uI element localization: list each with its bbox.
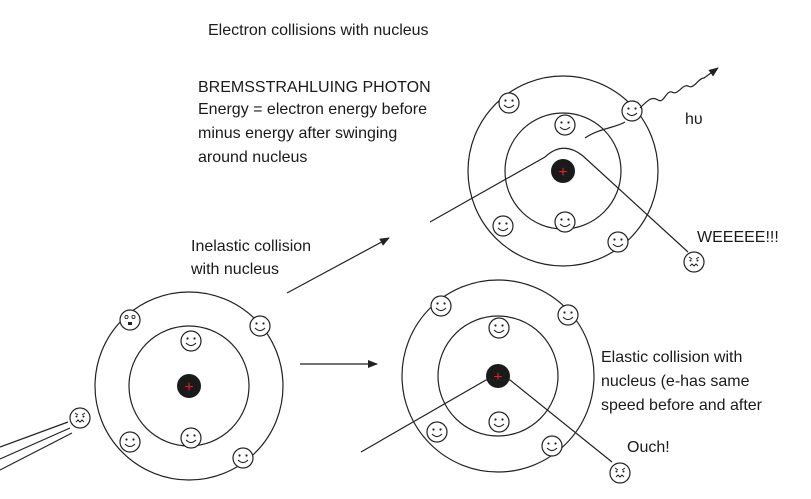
nucleus: + (551, 159, 575, 183)
electron-icon (541, 435, 563, 457)
speed-lines (0, 421, 73, 471)
inelastic-line-1: Inelastic collision (191, 238, 311, 255)
atom-bremsstrahlung: + (429, 67, 719, 273)
electron-icon (232, 447, 254, 469)
bremsstrahlung-heading: BREMSSTRAHLUING PHOTON (198, 79, 431, 96)
electron-icon (249, 315, 271, 337)
bremsstrahlung-line-1: Energy = electron energy before (198, 101, 427, 118)
elastic-line-3: speed before and after (601, 397, 763, 414)
incoming-electron-icon (69, 407, 91, 429)
electron-icon (621, 100, 643, 122)
nucleus: + (177, 374, 201, 398)
electron-icon (488, 411, 510, 433)
inelastic-line-2: with nucleus (190, 261, 279, 278)
atom-elastic: + (360, 279, 631, 484)
inner-orbit (437, 315, 559, 437)
diagram-title: Electron collisions with nucleus (208, 22, 429, 39)
electron-icon (498, 92, 520, 114)
electron-icon (554, 114, 576, 136)
bounced-electron-icon (609, 462, 631, 484)
outer-orbit (401, 279, 595, 473)
bremsstrahlung-line-3: around nucleus (198, 149, 307, 166)
deflected-electron-icon (683, 251, 705, 273)
outer-orbit (467, 75, 659, 267)
photon-label: hυ (685, 111, 703, 128)
electron-icon (119, 431, 141, 453)
nucleus: + (486, 364, 510, 388)
electron-icon (557, 304, 579, 326)
bremsstrahlung-line-2: minus energy after swinging (198, 125, 397, 142)
incoming-electron (0, 407, 91, 471)
weee-label: WEEEEE!!! (697, 229, 779, 246)
inelastic-arrow (286, 237, 390, 294)
electron-icon (180, 330, 202, 352)
electron-icon (426, 421, 448, 443)
elastic-line-2: nucleus (e-has same (601, 373, 750, 390)
electron-icon (180, 427, 202, 449)
nucleus-plus-sign: + (184, 379, 193, 396)
photon-wave-arrow (639, 67, 719, 109)
elastic-line-1: Elastic collision with (601, 349, 742, 366)
electron-deflected-path (429, 147, 689, 253)
electron-bounce-path (360, 379, 613, 463)
electron-icon (119, 309, 141, 331)
electron-icon (607, 231, 629, 253)
outer-orbit (94, 291, 284, 481)
ouch-label: Ouch! (627, 439, 670, 456)
electron-icon (488, 317, 510, 339)
nucleus-plus-sign: + (558, 164, 567, 181)
electron-icon (554, 211, 576, 233)
photon-origin-line (584, 121, 626, 139)
nucleus-plus-sign: + (493, 369, 502, 386)
electron-icon (492, 215, 514, 237)
atom-initial: + (94, 291, 284, 481)
electron-icon (430, 295, 452, 317)
